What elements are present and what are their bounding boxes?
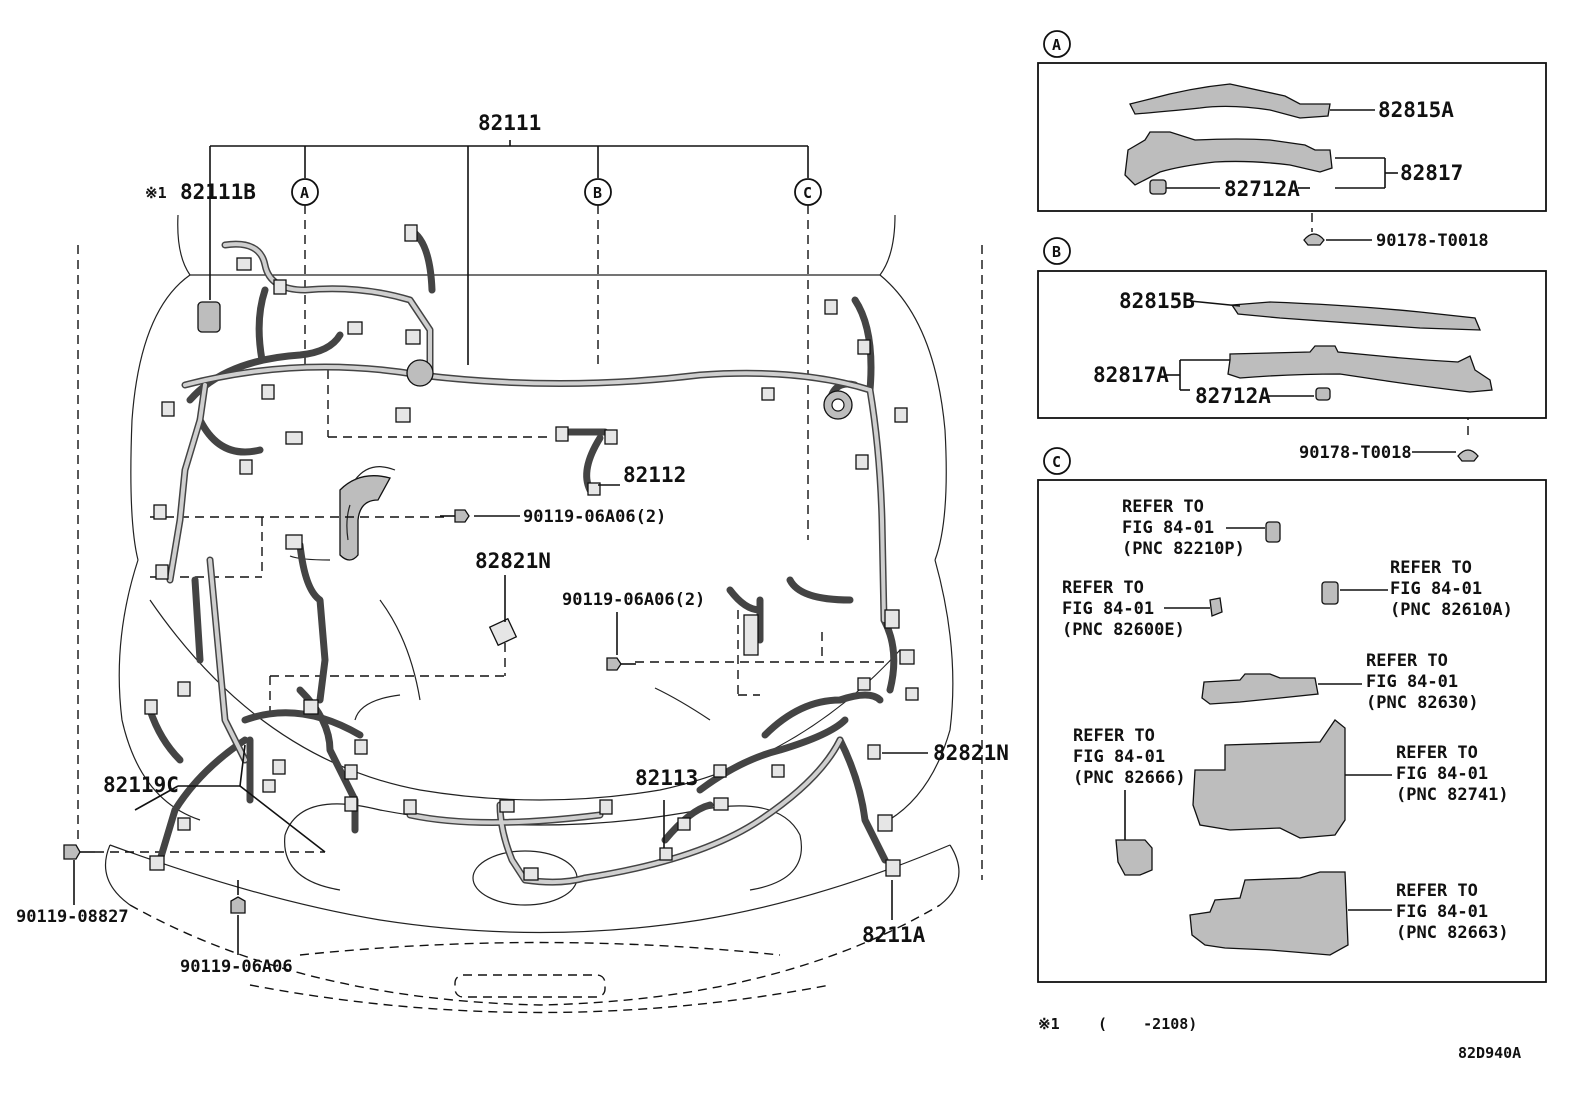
inset-c-tag (1043, 447, 1071, 475)
ref5-line2: FIG 84-01 (1073, 747, 1165, 767)
label-clip-b: 90178-T0018 (1299, 443, 1412, 463)
part-82817 (1124, 131, 1333, 186)
circle-c-main (794, 178, 822, 206)
main-callouts: 82111 ※1 82111B A B C 82112 90119-06A06(… (16, 111, 1009, 977)
inset-a: A 82815A 82817 82712A 90178-T0018 (1037, 30, 1547, 251)
inset-a-tag (1043, 30, 1071, 58)
ref5-line1: REFER TO (1073, 726, 1155, 746)
ref4-line1: REFER TO (1366, 651, 1448, 671)
ref1-line2: FIG 84-01 (1122, 518, 1214, 538)
ref5-line3: (PNC 82666) (1073, 768, 1186, 788)
label-82821n-center: 82821N (475, 549, 551, 573)
ref6-line2: FIG 84-01 (1396, 764, 1488, 784)
label-bolt-bottom: 90119-06A06 (180, 957, 293, 977)
label-bolt-mid: 90119-06A06(2) (523, 507, 666, 527)
ref4-line3: (PNC 82630) (1366, 693, 1479, 713)
clip-icon-a (1303, 233, 1325, 246)
note-mark-1: ※1 (145, 184, 167, 202)
label-82815b: 82815B (1119, 289, 1195, 313)
inset-c-tag-text: C (1052, 453, 1061, 471)
label-82113: 82113 (635, 766, 698, 790)
ref6-line1: REFER TO (1396, 743, 1478, 763)
vehicle-outline (77, 214, 983, 1014)
label-82817a: 82817A (1093, 363, 1169, 387)
part-82630 (1201, 673, 1319, 705)
ref1-line3: (PNC 82210P) (1122, 539, 1245, 559)
part-82663 (1189, 871, 1349, 956)
label-82111b: 82111B (180, 180, 256, 204)
ref7-line3: (PNC 82663) (1396, 923, 1509, 943)
harness-connectors (144, 224, 919, 881)
ref2-line2: FIG 84-01 (1390, 579, 1482, 599)
footnote-range: ( -2108) (1098, 1015, 1197, 1033)
part-82741 (1192, 719, 1346, 839)
label-8211a: 8211A (862, 923, 926, 947)
bolt-icons (63, 509, 636, 914)
label-82112: 82112 (623, 463, 686, 487)
circle-b-main-text: B (593, 184, 602, 202)
inset-b-tag (1043, 237, 1071, 265)
inset-c: C REFER TO FIG 84-01 (PNC 82210P) REFER … (1037, 447, 1547, 983)
circle-a-main-text: A (300, 184, 309, 202)
ref7-line2: FIG 84-01 (1396, 902, 1488, 922)
inset-b-box (1037, 270, 1547, 419)
part-82600e (1209, 597, 1223, 617)
inset-a-box (1037, 62, 1547, 212)
ref3-line3: (PNC 82600E) (1062, 620, 1185, 640)
inset-b: B 82815B 82817A 82712A 90178-T0018 (1037, 237, 1547, 463)
label-82712a-a: 82712A (1224, 177, 1300, 201)
ref3-line2: FIG 84-01 (1062, 599, 1154, 619)
part-82815b (1230, 301, 1481, 331)
label-82821n-right: 82821N (933, 741, 1009, 765)
circle-c-main-text: C (803, 184, 812, 202)
ref2-line3: (PNC 82610A) (1390, 600, 1513, 620)
label-82111: 82111 (478, 111, 541, 135)
ref2-line1: REFER TO (1390, 558, 1472, 578)
ref1-line1: REFER TO (1122, 497, 1204, 517)
ref4-line2: FIG 84-01 (1366, 672, 1458, 692)
label-82815a: 82815A (1378, 98, 1454, 122)
part-82666 (1115, 839, 1153, 876)
inset-a-tag-text: A (1052, 36, 1061, 54)
circle-b-main (584, 178, 612, 206)
part-82712a-b (1315, 387, 1331, 401)
label-82712a-b: 82712A (1195, 384, 1271, 408)
footnote-mark: ※1 (1038, 1015, 1060, 1033)
part-82210p (1265, 521, 1281, 543)
label-bolt-right: 90119-06A06(2) (562, 590, 705, 610)
part-82815a (1129, 83, 1331, 119)
clip-icon-b (1457, 449, 1479, 462)
leader-lines (73, 140, 928, 955)
label-bolt-left: 90119-08827 (16, 907, 129, 927)
part-82817a (1227, 345, 1493, 393)
label-clip-a: 90178-T0018 (1376, 231, 1489, 251)
label-82817: 82817 (1400, 161, 1463, 185)
circle-a-main (291, 178, 319, 206)
ref3-line1: REFER TO (1062, 578, 1144, 598)
inset-b-tag-text: B (1052, 243, 1061, 261)
ref6-line3: (PNC 82741) (1396, 785, 1509, 805)
part-82610a (1321, 581, 1339, 605)
ref7-line1: REFER TO (1396, 881, 1478, 901)
figure-code: 82D940A (1458, 1044, 1521, 1062)
footnote-area: ※1 ( -2108) 82D940A (1038, 1015, 1521, 1062)
part-82712a-a (1149, 179, 1167, 195)
label-82119c: 82119C (103, 773, 179, 797)
engine-harness (63, 224, 919, 914)
